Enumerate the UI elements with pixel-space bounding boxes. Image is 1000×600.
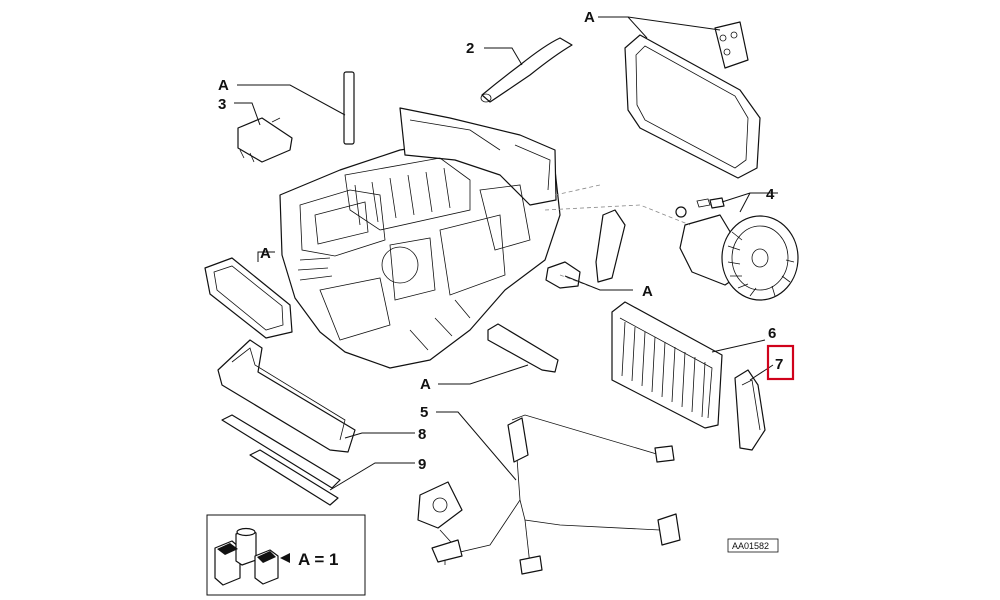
- label-a-bottom: A: [420, 376, 431, 393]
- reference-code: AA01582: [727, 538, 779, 553]
- wiring-harness-part-5: [417, 414, 681, 575]
- hvac-housing: [279, 107, 561, 369]
- seal-frame-left: [204, 257, 293, 339]
- label-a-center-right: A: [642, 283, 653, 300]
- duct-bracket: [545, 209, 626, 289]
- label-3: 3: [218, 96, 226, 113]
- label-a-top-right: A: [584, 9, 595, 26]
- seal-strip-center: [487, 323, 559, 373]
- arrow-icon: [280, 553, 290, 563]
- cabin-filter-part-6: [611, 301, 723, 429]
- air-duct-part-8: [217, 339, 356, 453]
- highlighted-callout-7: 7: [766, 344, 795, 381]
- kit-boxes-icon: [214, 527, 279, 586]
- blower-motor-part-4: [675, 197, 799, 301]
- resistor-part-3: [237, 117, 293, 163]
- label-5: 5: [420, 404, 428, 421]
- hose-part-2: [480, 37, 573, 103]
- legend-box: A = 1: [206, 514, 366, 596]
- label-8: 8: [418, 426, 426, 443]
- callout-labels: A 2 A 3 4 A A 6 A 5 8 9: [218, 9, 776, 473]
- seal-frame-top-right: [624, 21, 761, 179]
- leader-lines: [234, 16, 778, 491]
- label-7: 7: [775, 356, 783, 373]
- label-2: 2: [466, 40, 474, 57]
- reference-code-text: AA01582: [732, 541, 769, 551]
- filter-clip-part-7: [734, 369, 766, 451]
- label-a-left: A: [260, 245, 271, 262]
- label-9: 9: [418, 456, 426, 473]
- gasket-part-9: [221, 414, 341, 506]
- legend-text: A = 1: [298, 550, 338, 569]
- label-6: 6: [768, 325, 776, 342]
- seal-strip-vertical: [343, 71, 355, 145]
- label-4: 4: [766, 186, 775, 203]
- label-a-top-left: A: [218, 77, 229, 94]
